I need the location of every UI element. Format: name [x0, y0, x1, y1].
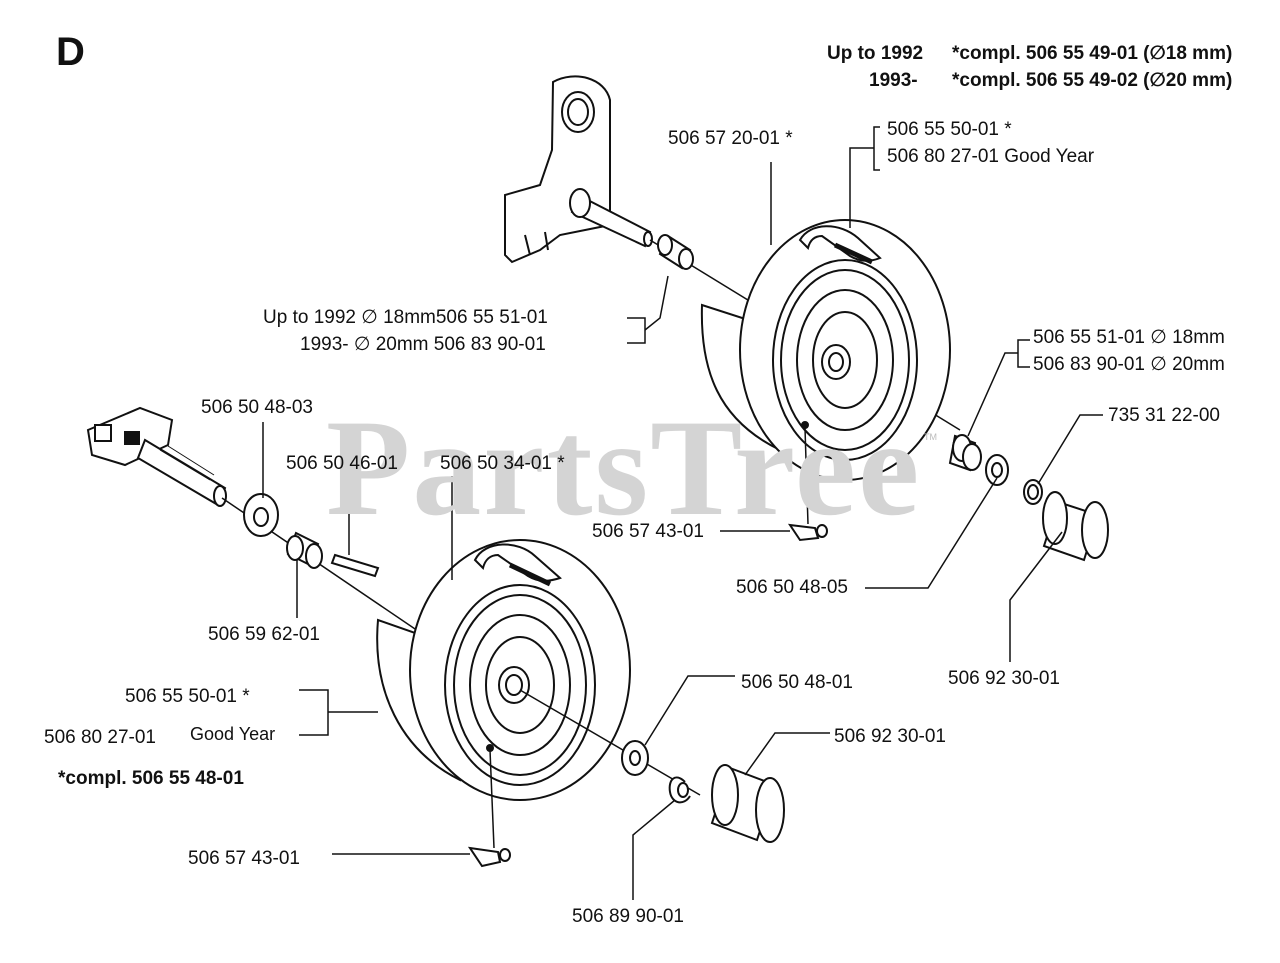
- spacer-lower: [286, 531, 323, 569]
- label-lock-ring-upper: 735 31 22-00: [1108, 405, 1220, 426]
- wheel-lower: [376, 539, 701, 801]
- label-washer-upper: 506 50 48-05: [736, 577, 848, 598]
- bushing-upper-left: [657, 234, 694, 270]
- label-valve-upper: 506 57 43-01: [592, 521, 704, 542]
- label-spacer-lower: 506 59 62-01: [208, 624, 320, 645]
- header-line1-part: *compl. 506 55 49-01 (∅18 mm): [952, 43, 1233, 64]
- axle-bracket-upper: [504, 75, 611, 264]
- section-letter: D: [56, 30, 85, 74]
- label-bushing-right-18mm: 506 55 51-01 ∅ 18mm: [1033, 327, 1225, 348]
- label-lock-ring-lower: 506 89 90-01: [572, 906, 684, 927]
- label-hub-cap-lower: 506 92 30-01: [834, 726, 946, 747]
- label-bushing-right-20mm: 506 83 90-01 ∅ 20mm: [1033, 354, 1225, 375]
- label-axle-upper: 506 57 20-01 *: [668, 128, 793, 149]
- label-tire-lower-goodyear-name: Good Year: [190, 724, 276, 744]
- wheel-upper: [700, 219, 951, 481]
- label-compl-lower: *compl. 506 55 48-01: [58, 768, 244, 789]
- label-washer-lower-left: 506 50 48-03: [201, 397, 313, 418]
- label-tire-lower-std: 506 55 50-01 *: [125, 686, 250, 707]
- lock-ring-lower: [668, 776, 691, 804]
- washer-lower: [621, 740, 649, 776]
- header-line2-years: 1993-: [869, 70, 918, 91]
- label-bushing-1993: 1993- ∅ 20mm 506 83 90-01: [300, 334, 546, 355]
- label-hub-cap-upper: 506 92 30-01: [948, 668, 1060, 689]
- leader-lines: [262, 126, 1103, 900]
- valve-upper: [787, 523, 828, 542]
- washer-lower-left: [243, 493, 279, 537]
- valve-lower: [467, 846, 511, 868]
- hub-cap-upper: [1042, 491, 1109, 562]
- lock-ring-upper: [1023, 479, 1043, 505]
- hub-cap-lower: [710, 764, 785, 843]
- bushing-upper-right: [948, 434, 982, 472]
- label-tire-lower-goodyear-number: 506 80 27-01: [44, 727, 156, 748]
- label-wheel-lower: 506 50 34-01 *: [440, 453, 565, 474]
- label-bushing-up-to-1992: Up to 1992 ∅ 18mm506 55 51-01: [263, 307, 548, 328]
- header-line2-part: *compl. 506 55 49-02 (∅20 mm): [952, 70, 1233, 91]
- label-washer-lower: 506 50 48-01: [741, 672, 853, 693]
- washer-upper: [985, 454, 1009, 486]
- watermark-trademark: TM: [924, 432, 937, 442]
- header-line1-years: Up to 1992: [827, 43, 924, 64]
- label-tire-upper-std: 506 55 50-01 *: [887, 119, 1012, 140]
- label-valve-lower: 506 57 43-01: [188, 848, 300, 869]
- key-lower: [330, 553, 380, 578]
- watermark: PartsTree: [326, 391, 922, 544]
- label-tire-upper-goodyear: 506 80 27-01 Good Year: [887, 146, 1095, 167]
- label-key: 506 50 46-01: [286, 453, 398, 474]
